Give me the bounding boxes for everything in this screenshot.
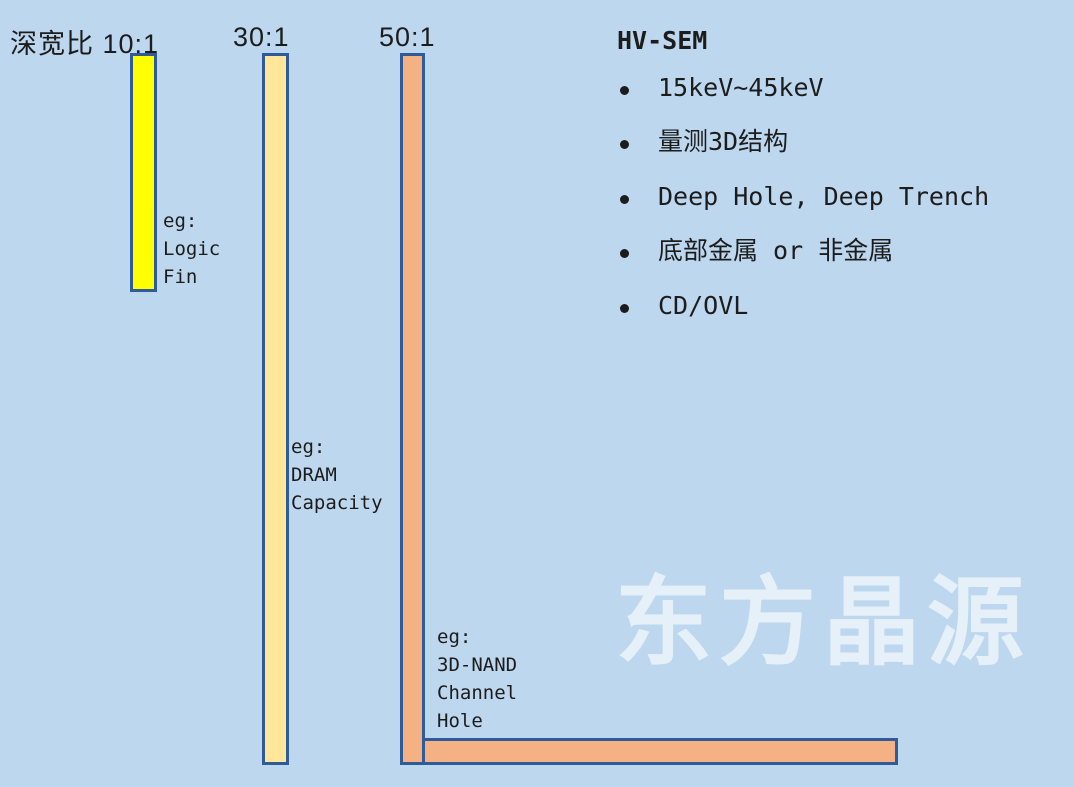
- bar-30-1: [262, 53, 289, 765]
- aspect-ratio-label-50-1: 50:1: [379, 22, 436, 52]
- example-label-3d-nand-channel-hole: eg: 3D-NAND Channel Hole: [437, 626, 518, 732]
- bullet-dot-icon: [620, 86, 629, 95]
- bar-50-1-vertical: [400, 53, 425, 765]
- bullet-text: 底部金属 or 非金属: [658, 236, 894, 266]
- bullet-item-bottom-metal: 底部金属 or 非金属: [620, 235, 989, 289]
- bullet-text: 15keV~45keV: [658, 73, 824, 102]
- bullet-item-3d-metrology: 量测3D结构: [620, 126, 989, 180]
- bullet-text: 量测3D结构: [658, 127, 789, 157]
- bar-10-1: [130, 53, 157, 292]
- aspect-ratio-label-30-1: 30:1: [233, 22, 290, 52]
- example-label-dram-capacity: eg: DRAM Capacity: [291, 436, 383, 514]
- panel-heading-hv-sem: HV-SEM: [617, 26, 708, 55]
- bullet-dot-icon: [620, 303, 629, 313]
- bullet-dot-icon: [620, 194, 629, 204]
- bullet-text: CD/OVL: [658, 290, 749, 320]
- company-watermark: 东方晶源: [615, 568, 1031, 677]
- bullet-dot-icon: [620, 249, 629, 259]
- bar-50-1-horizontal-bottom: [422, 738, 898, 765]
- bullet-text: Deep Hole, Deep Trench: [658, 181, 990, 211]
- bullet-item-cd-ovl: CD/OVL: [620, 290, 989, 344]
- example-label-logic-fin: eg: Logic Fin: [163, 210, 221, 288]
- bullet-item-deep-hole-trench: Deep Hole, Deep Trench: [620, 181, 989, 235]
- bullet-dot-icon: [620, 140, 629, 150]
- hv-sem-bullet-list: 15keV~45keV 量测3D结构 Deep Hole, Deep Trenc…: [620, 72, 989, 344]
- bullet-item-kev-range: 15keV~45keV: [620, 72, 989, 126]
